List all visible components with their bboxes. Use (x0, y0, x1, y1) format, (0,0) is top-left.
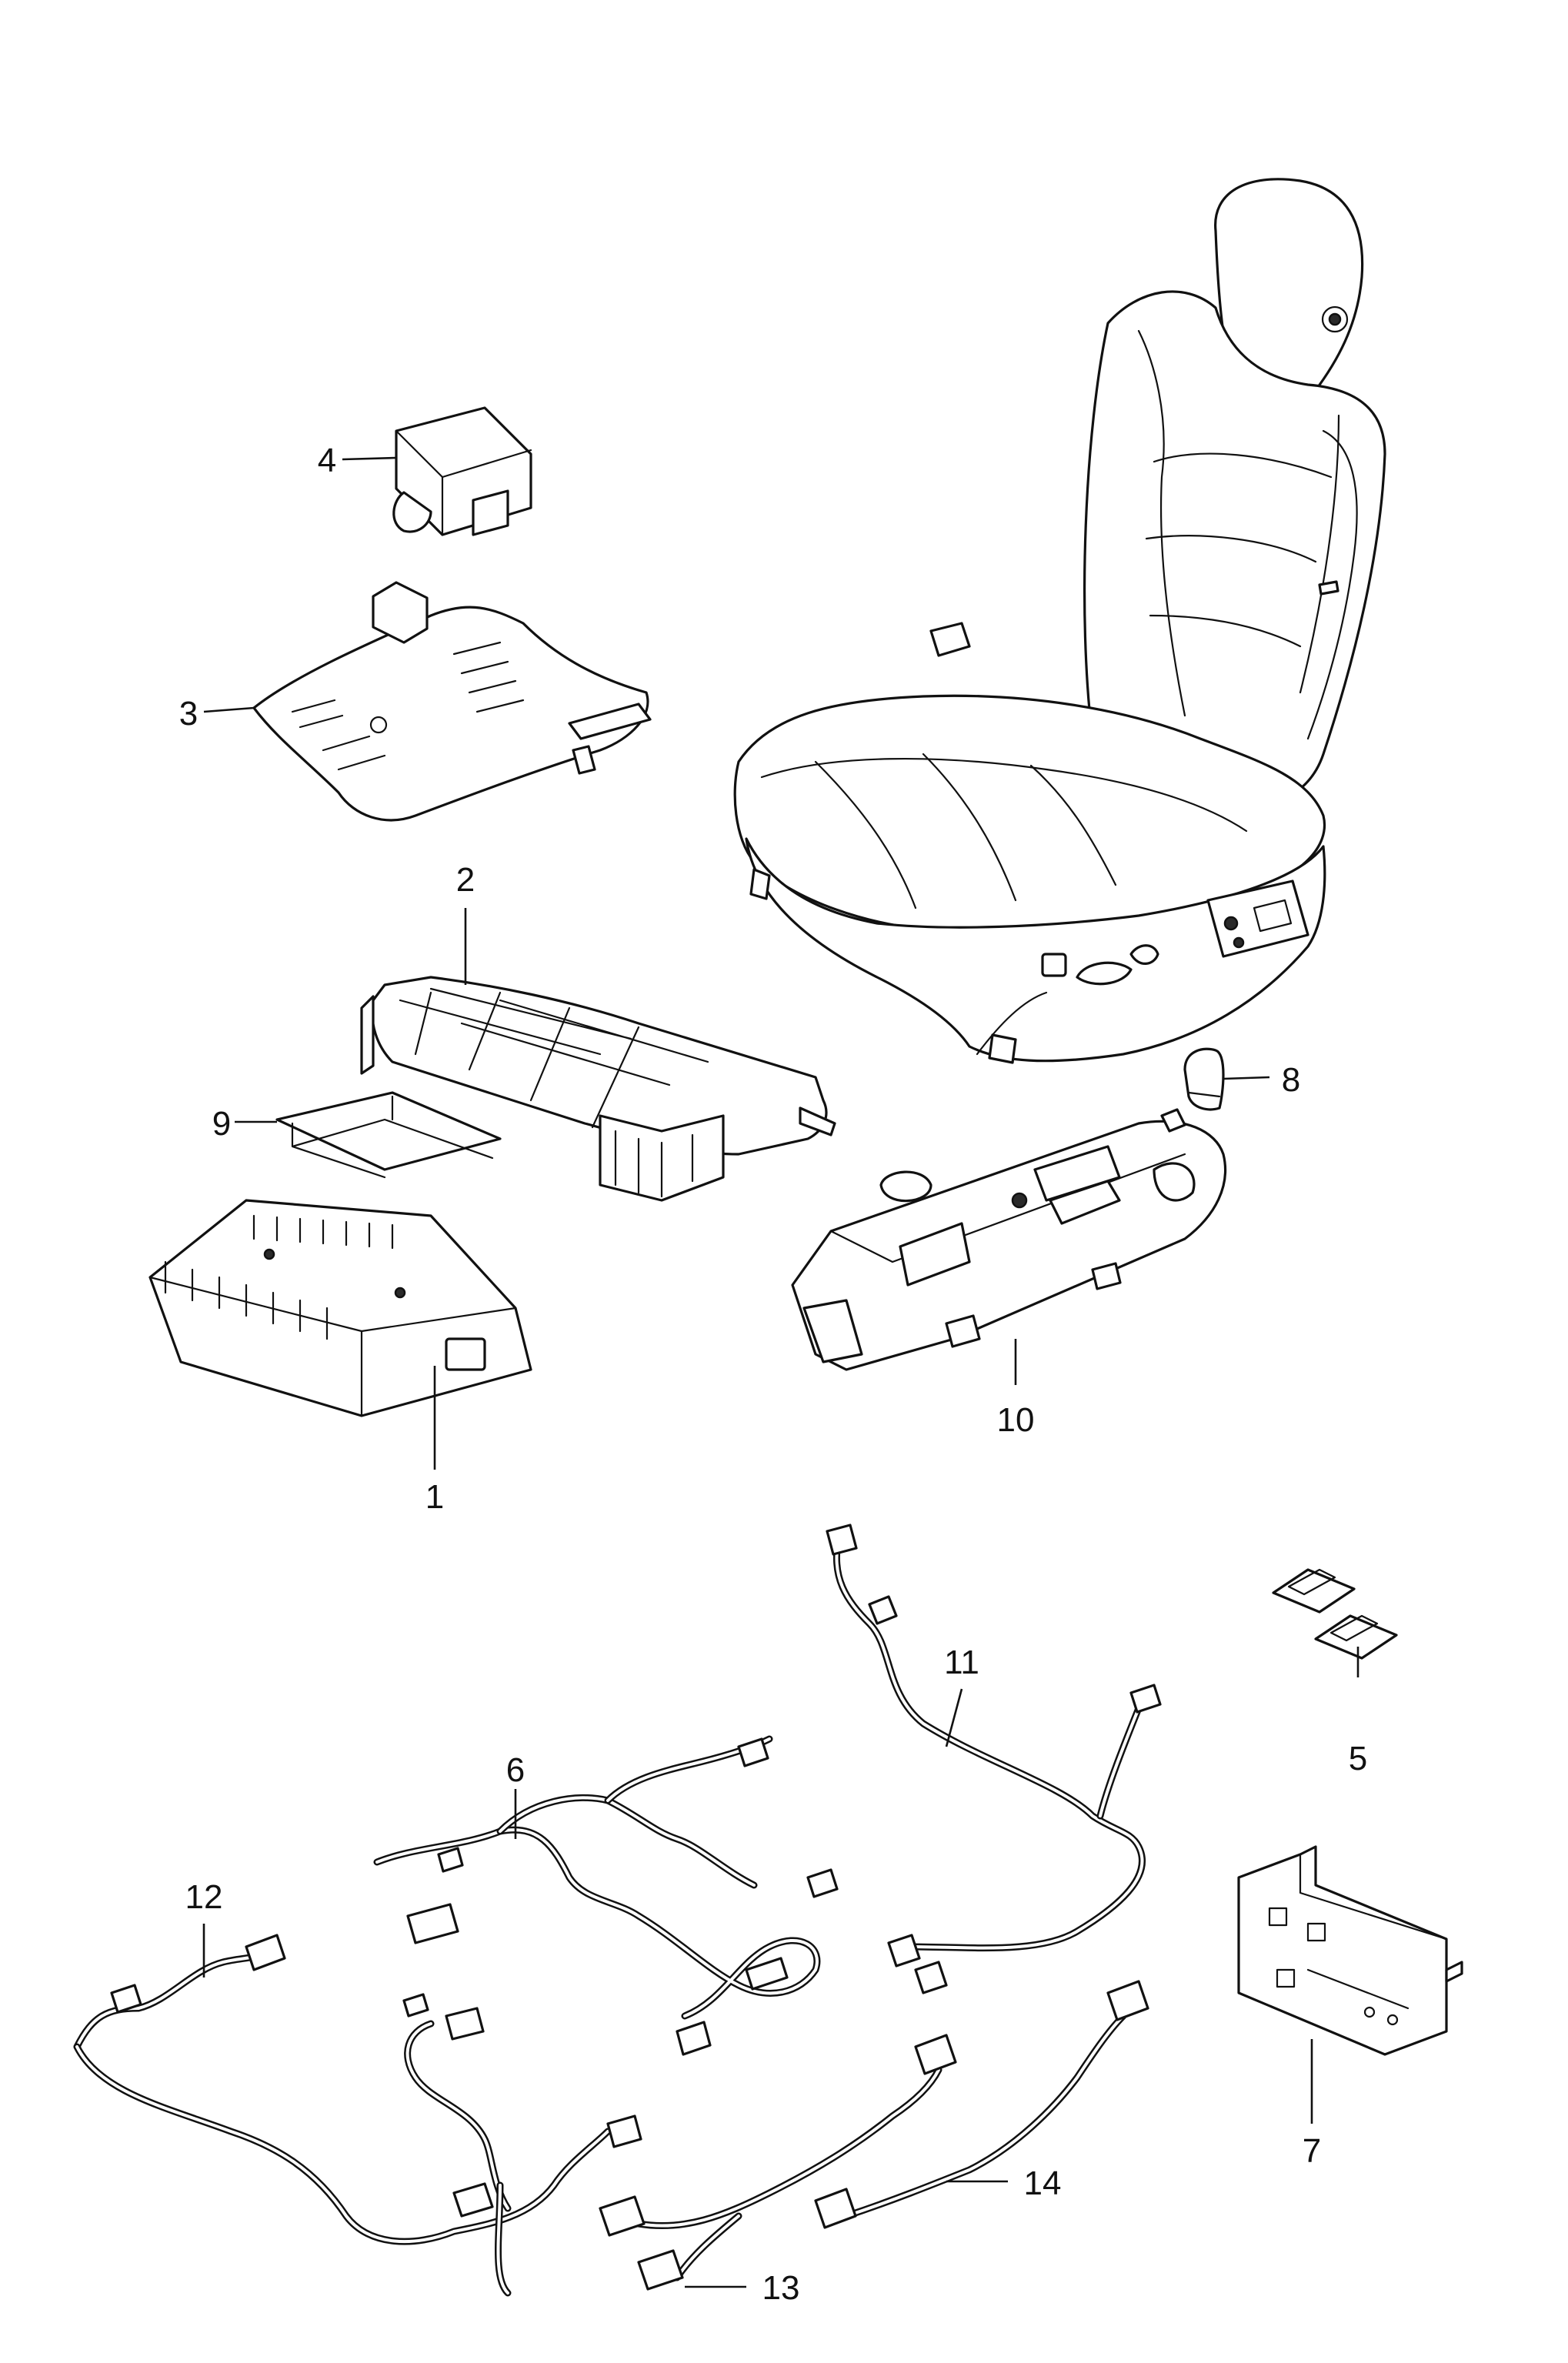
callout-3: 3 (179, 695, 198, 733)
part-7-bracket (1237, 1845, 1463, 2056)
part-1-control-unit (148, 1199, 532, 1417)
callout-11: 11 (944, 1644, 979, 1681)
part-8-knob (1183, 1047, 1225, 1111)
callout-2: 2 (456, 861, 475, 899)
callout-14: 14 (1024, 2164, 1062, 2202)
callout-6: 6 (506, 1751, 525, 1789)
leader-lines (202, 456, 1359, 2288)
seat-assembly (733, 178, 1386, 1064)
callout-13: 13 (762, 2269, 800, 2307)
part-5-clips (1272, 1568, 1398, 1660)
part-10-switch-panel (791, 1108, 1227, 1371)
part-14-cable (814, 1980, 1149, 2229)
part-13-cable (599, 2034, 957, 2291)
callout-7: 7 (1303, 2132, 1321, 2170)
callout-10: 10 (997, 1401, 1035, 1439)
part-11-harness (826, 1524, 1162, 1994)
callout-8: 8 (1282, 1061, 1300, 1099)
callout-4: 4 (318, 442, 336, 479)
part-6-harness (373, 1735, 839, 2056)
callout-12: 12 (185, 1878, 223, 1916)
callout-9: 9 (212, 1105, 231, 1143)
callout-labels: 1 2 3 4 5 6 7 8 9 10 11 12 13 14 (179, 442, 1367, 2307)
part-4-control-relay (392, 406, 532, 536)
callout-1: 1 (425, 1478, 444, 1516)
part-12-harness (73, 1934, 642, 2297)
part-3-cover-plate (252, 581, 652, 822)
callout-5: 5 (1349, 1740, 1367, 1777)
part-2-seat-frame (360, 976, 836, 1202)
part-9-pad (275, 1091, 502, 1179)
